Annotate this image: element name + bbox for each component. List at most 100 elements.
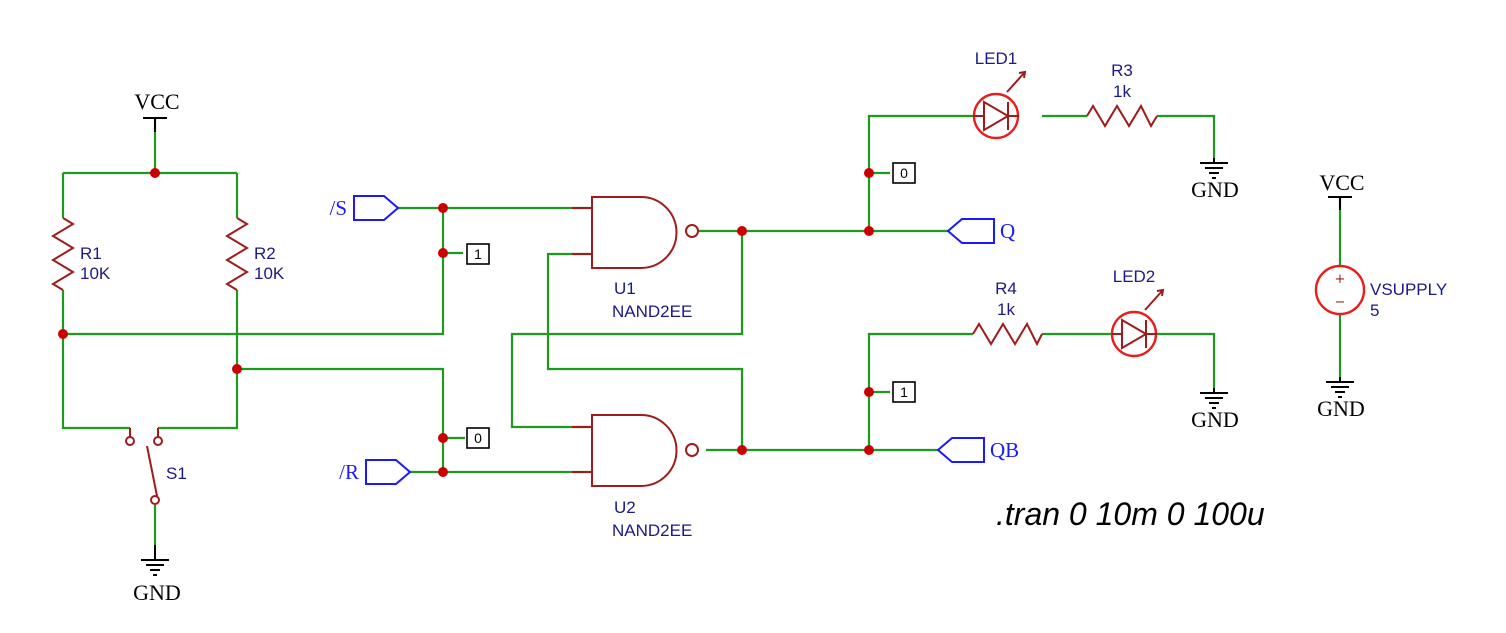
probe-value: 1 bbox=[900, 384, 908, 400]
component-value: 1k bbox=[1113, 82, 1131, 101]
port-q[interactable]: Q bbox=[946, 218, 1015, 244]
gnd-label: GND bbox=[1317, 396, 1365, 421]
led-led2[interactable]: LED2 bbox=[1110, 267, 1165, 358]
junction-dot bbox=[438, 203, 448, 213]
ground-icon bbox=[1200, 388, 1228, 409]
component-model: NAND2EE bbox=[612, 302, 692, 321]
switch-s1[interactable]: S1 bbox=[125, 428, 187, 505]
junction-dot bbox=[864, 445, 874, 455]
resistor-icon bbox=[972, 321, 1043, 347]
ground-icon bbox=[1200, 158, 1228, 179]
port-label: /R bbox=[339, 460, 359, 484]
probe-box bbox=[466, 243, 490, 265]
wires bbox=[61, 114, 1342, 545]
junction-dot bbox=[232, 364, 242, 374]
nand-gate-icon bbox=[591, 196, 678, 269]
ground-icon bbox=[141, 545, 169, 576]
junction-dot bbox=[58, 329, 68, 339]
switch-contact bbox=[150, 495, 160, 505]
probe-value: 1 bbox=[474, 246, 482, 262]
port-set[interactable]: /S bbox=[329, 195, 400, 221]
port-label: QB bbox=[990, 438, 1019, 462]
gnd-led2[interactable]: GND bbox=[1191, 388, 1239, 432]
minus-sign: − bbox=[1335, 295, 1346, 310]
nand-gate-u1[interactable]: U1 NAND2EE bbox=[572, 196, 699, 321]
light-arrow-icon bbox=[1006, 70, 1027, 93]
port-qb[interactable]: QB bbox=[936, 437, 1019, 463]
switch-icon bbox=[129, 428, 159, 437]
resistor-r2[interactable]: R2 10K bbox=[225, 217, 285, 291]
probe-set[interactable]: 1 bbox=[466, 243, 490, 265]
junction-dot bbox=[438, 467, 448, 477]
probe-reset[interactable]: 0 bbox=[466, 427, 490, 449]
output-port-icon bbox=[936, 437, 985, 463]
probe-value: 0 bbox=[474, 430, 482, 446]
component-model: NAND2EE bbox=[612, 521, 692, 540]
probe-box bbox=[892, 381, 916, 403]
vcc-right[interactable]: VCC bbox=[1319, 170, 1365, 210]
vcc-label: VCC bbox=[134, 89, 179, 114]
plus-sign: + bbox=[1335, 272, 1346, 287]
gate-input-pins bbox=[572, 426, 592, 473]
switch-contact bbox=[153, 436, 163, 446]
voltage-source-vsupply[interactable]: + − VSUPPLY 5 bbox=[1314, 264, 1447, 320]
gnd-vsupply[interactable]: GND bbox=[1317, 377, 1365, 421]
diode-icon bbox=[1121, 318, 1148, 350]
component-ref: R1 bbox=[80, 244, 102, 263]
led-led1[interactable]: LED1 bbox=[972, 49, 1027, 140]
vcc-left[interactable]: VCC bbox=[134, 89, 180, 132]
component-ref: U1 bbox=[614, 279, 636, 298]
diode-icon bbox=[983, 100, 1010, 132]
nand-gate-u2[interactable]: U2 NAND2EE bbox=[572, 414, 699, 540]
junction-dot bbox=[438, 433, 448, 443]
probe-q[interactable]: 0 bbox=[892, 162, 916, 184]
gnd-label: GND bbox=[1191, 177, 1239, 202]
vcc-label: VCC bbox=[1319, 170, 1364, 195]
junction-dot bbox=[864, 387, 874, 397]
resistor-icon bbox=[51, 217, 75, 291]
component-value: 10K bbox=[80, 264, 111, 283]
gnd-label: GND bbox=[133, 580, 181, 605]
resistor-r1[interactable]: R1 10K bbox=[51, 217, 111, 291]
inversion-bubble bbox=[685, 443, 699, 457]
junction-dot bbox=[438, 248, 448, 258]
input-port-icon bbox=[353, 195, 400, 221]
resistor-r3[interactable]: R3 1k bbox=[1086, 61, 1158, 129]
input-port-icon bbox=[365, 459, 412, 485]
resistor-icon bbox=[225, 217, 249, 291]
light-arrow-icon bbox=[1144, 288, 1165, 311]
junction-dot bbox=[864, 168, 874, 178]
gnd-switch[interactable]: GND bbox=[133, 545, 181, 605]
component-value: 1k bbox=[997, 300, 1015, 319]
junction-dot bbox=[737, 445, 747, 455]
component-ref: LED2 bbox=[1113, 267, 1156, 286]
probe-value: 0 bbox=[900, 165, 908, 181]
nand-gate-icon bbox=[591, 414, 678, 487]
component-value: 10K bbox=[254, 264, 285, 283]
vcc-icon bbox=[1328, 196, 1352, 210]
switch-lever bbox=[146, 445, 158, 497]
gate-input-pins bbox=[572, 207, 592, 255]
component-value: 5 bbox=[1370, 301, 1379, 320]
gnd-label: GND bbox=[1191, 407, 1239, 432]
vcc-icon bbox=[143, 117, 167, 132]
switch-contact bbox=[125, 436, 135, 446]
inversion-bubble bbox=[685, 224, 699, 238]
ground-icon bbox=[1326, 377, 1354, 398]
probe-box bbox=[892, 162, 916, 184]
component-ref: LED1 bbox=[975, 49, 1018, 68]
probe-qb[interactable]: 1 bbox=[892, 381, 916, 403]
component-ref: R2 bbox=[254, 244, 276, 263]
junction-dot bbox=[150, 168, 160, 178]
port-label: /S bbox=[329, 196, 347, 220]
port-reset[interactable]: /R bbox=[339, 459, 412, 485]
resistor-r4[interactable]: R4 1k bbox=[972, 279, 1043, 347]
voltage-source-icon bbox=[1314, 264, 1366, 316]
output-port-icon bbox=[946, 218, 995, 244]
junctions bbox=[58, 168, 874, 477]
gnd-r3[interactable]: GND bbox=[1191, 158, 1239, 202]
component-ref: VSUPPLY bbox=[1370, 280, 1447, 299]
simulation-directive[interactable]: .tran 0 10m 0 100u bbox=[996, 496, 1265, 532]
resistor-icon bbox=[1086, 103, 1158, 129]
